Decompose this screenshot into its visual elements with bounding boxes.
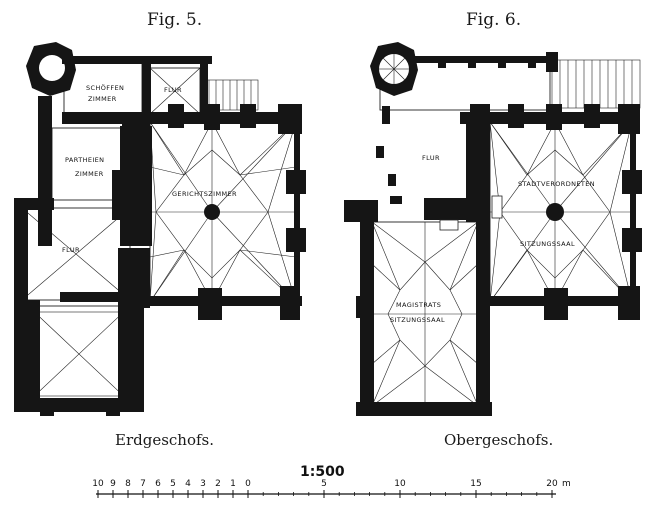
label-flur-top: FLUR: [164, 86, 182, 94]
stairs-obergeschoss: [551, 59, 641, 109]
scale-tick-label: 5: [170, 479, 176, 489]
label-stadtverordneten: STADTVERORDNETEN: [518, 180, 595, 188]
label-flur-left: FLUR: [62, 246, 80, 254]
central-pillar-5: [204, 204, 220, 220]
scale-tick-label: 7: [140, 479, 146, 489]
scale-tick-label: 2: [215, 479, 221, 489]
magistrats-vault: [371, 221, 479, 407]
plan-erdgeschoss: SCHÖFFEN ZIMMER FLUR PARTHEIEN ZIMMER GE…: [14, 42, 306, 449]
scale-tick-label: 8: [125, 479, 131, 489]
parteien-outline: [51, 127, 123, 201]
walls-erdgeschoss: [14, 42, 306, 416]
plan-obergeschoss: FLUR STADTVERORDNETEN SITZUNGSSAAL MAGIS…: [344, 42, 642, 449]
scale-title: 1:500: [300, 464, 345, 480]
scale-tick-label: 5: [321, 479, 327, 489]
caption-erdgeschoss: Erdgeschofs.: [115, 431, 214, 449]
label-parteien: PARTHEIEN: [65, 156, 104, 164]
label-flur-upper: FLUR: [422, 154, 440, 162]
fig6-title: Fig. 6.: [466, 10, 521, 30]
tower-obergeschoss: [370, 42, 418, 96]
scale-tick-label: 20: [546, 479, 558, 489]
scale-tick-label: 4: [185, 479, 191, 489]
label-sitzungssaal-upper: SITZUNGSSAAL: [520, 240, 575, 248]
caption-obergeschoss: Obergeschofs.: [444, 431, 553, 449]
walls-obergeschoss: [344, 52, 642, 416]
door-mark: [491, 195, 503, 219]
scale-tick-label: 1: [230, 479, 236, 489]
scale-tick-label: 6: [155, 479, 161, 489]
label-gerichtszimmer: GERICHTSZIMMER: [172, 190, 237, 198]
label-schoeffen-zimmer: ZIMMER: [88, 95, 117, 103]
label-parteien-zimmer: ZIMMER: [75, 170, 104, 178]
scale-tick-label: 10: [92, 479, 104, 489]
scale-ticks: [97, 490, 553, 498]
scale-tick-label: 15: [470, 479, 481, 489]
label-magistrats: MAGISTRATS: [396, 301, 441, 309]
scale-tick-label: 3: [200, 479, 206, 489]
fig5-title: Fig. 5.: [147, 10, 202, 30]
stove-mark: [439, 219, 459, 231]
scale-unit: m: [562, 479, 571, 489]
porch-vault: [27, 305, 131, 403]
scale-tick-label: 0: [245, 479, 251, 489]
scale-tick-label: 10: [394, 479, 406, 489]
central-pillar-6: [546, 203, 564, 221]
gerichtszimmer-vault: [149, 121, 297, 303]
flur-top-vault: [149, 67, 201, 115]
scale-tick-label: 9: [110, 479, 116, 489]
label-magistrats-saal: SITZUNGSSAAL: [390, 316, 445, 324]
label-schoeffen: SCHÖFFEN: [86, 83, 124, 92]
